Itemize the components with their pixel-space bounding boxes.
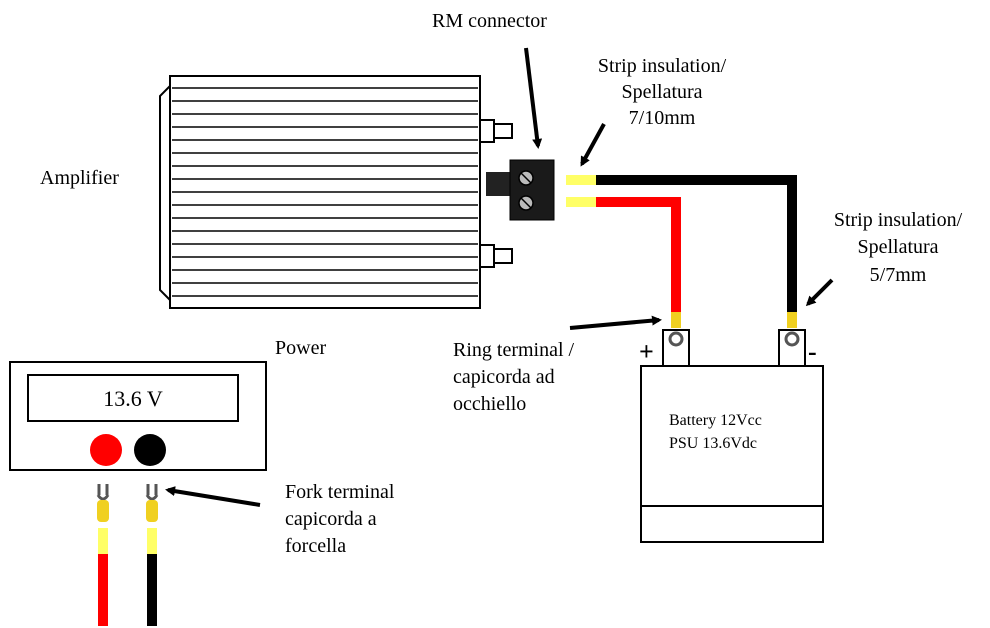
label-amplifier: Amplifier — [40, 167, 119, 189]
minus-sign: - — [808, 337, 817, 366]
mounting-tab-top-nub — [493, 123, 513, 139]
plus-sign: + — [639, 337, 654, 366]
probe-lead-red — [96, 484, 110, 626]
label-fork-terminal-line2: capicorda a — [285, 508, 377, 530]
label-strip-top-line3: 7/10mm — [629, 107, 696, 129]
multimeter: 13.6 V — [9, 361, 267, 471]
arrow-rm-connector — [524, 47, 543, 149]
arrow-strip-top — [580, 123, 606, 167]
battery: Battery 12Vcc PSU 13.6Vdc — [640, 329, 824, 543]
ring-terminal-negative — [784, 331, 800, 347]
battery-label-line2: PSU 13.6Vdc — [669, 435, 757, 452]
mounting-tab-bottom-nub — [493, 248, 513, 264]
label-strip-right-line2: Spellatura — [857, 236, 938, 258]
probe-lead-black — [145, 484, 159, 626]
meter-display — [27, 374, 239, 422]
label-rm-connector: RM connector — [432, 10, 547, 32]
meter-jack-red — [90, 434, 122, 466]
heatsink-fins — [172, 87, 478, 297]
arrow-strip-right — [805, 278, 834, 307]
label-strip-right-line1: Strip insulation/ — [834, 209, 963, 231]
label-ring-terminal-line1: Ring terminal / — [453, 339, 575, 361]
label-strip-top-line1: Strip insulation/ — [598, 55, 727, 77]
label-strip-right-line3: 5/7mm — [870, 264, 927, 286]
rm-connector — [486, 159, 555, 221]
black-wire — [566, 175, 797, 328]
label-ring-terminal-line2: capicorda ad — [453, 366, 555, 388]
label-fork-terminal-line1: Fork terminal — [285, 481, 395, 503]
label-fork-terminal-line3: forcella — [285, 535, 346, 557]
mounting-tab-top — [479, 119, 495, 143]
label-ring-terminal-line3: occhiello — [453, 393, 526, 415]
mounting-tab-bottom — [479, 244, 495, 268]
meter-display-value: 13.6 V — [103, 386, 163, 411]
label-power: Power — [275, 337, 326, 359]
red-wire — [566, 197, 681, 328]
arrow-ring-terminal — [569, 315, 662, 330]
arrow-fork-terminal — [165, 486, 261, 507]
battery-label-line1: Battery 12Vcc — [669, 412, 762, 429]
amplifier — [159, 75, 513, 309]
meter-jack-black — [134, 434, 166, 466]
label-strip-top-line2: Spellatura — [621, 81, 702, 103]
ring-terminal-positive — [668, 331, 684, 347]
